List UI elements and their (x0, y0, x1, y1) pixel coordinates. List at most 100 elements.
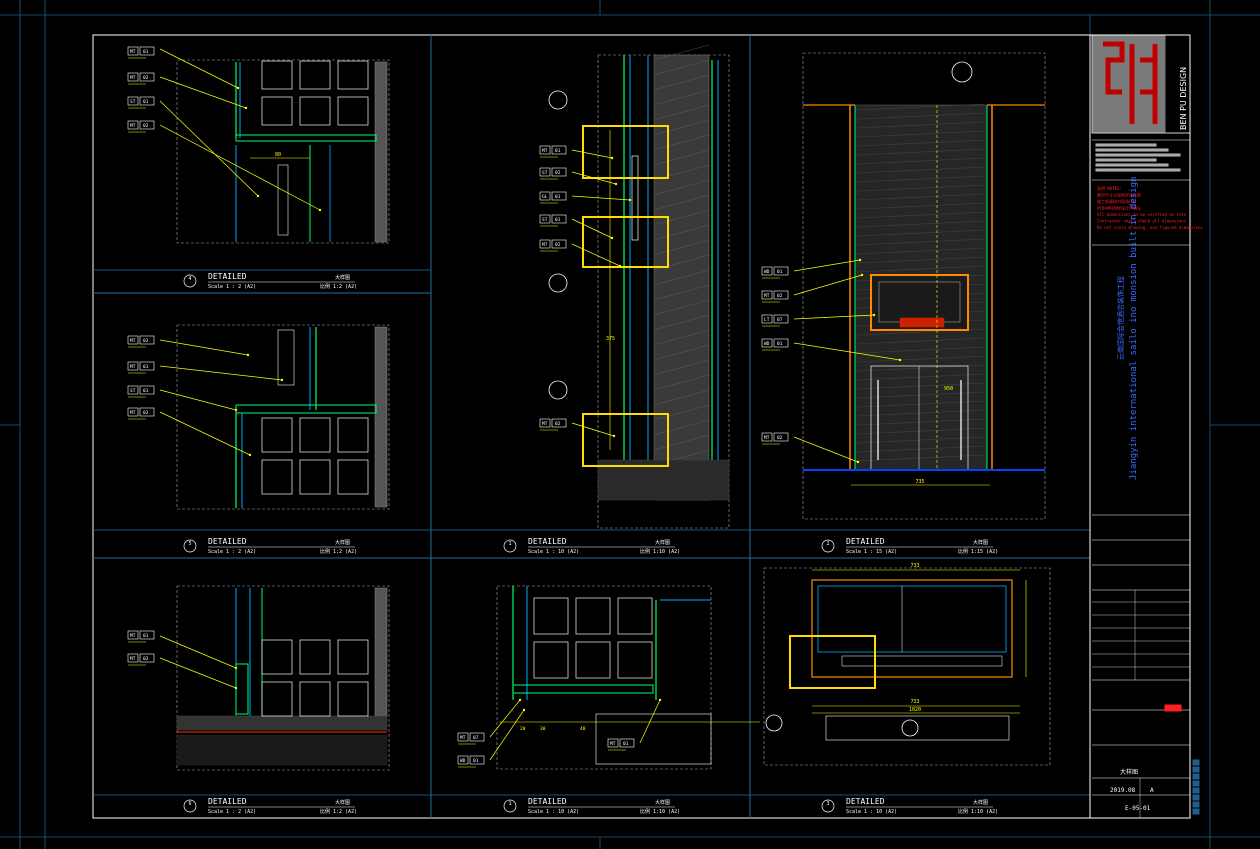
callout-tag-number: 02 (143, 410, 149, 416)
sheet-drawing-name: 大样图 (1120, 769, 1139, 776)
hatch-line (653, 359, 710, 376)
callout-tag-number: 02 (143, 123, 149, 129)
stone-vein (857, 436, 986, 444)
detail-scale-cn: 比例 1:2 (A2) (320, 548, 357, 555)
callout-tag-box (139, 630, 155, 640)
hatch-line (653, 404, 710, 421)
material-callout-tag: ST 01 (127, 385, 155, 398)
callout-tag-box (127, 630, 139, 640)
sill-1b (512, 684, 654, 694)
hatch-line (653, 119, 710, 136)
dim-text-1a: 375 (606, 336, 615, 342)
tile-cell (575, 597, 611, 635)
stone-vein (857, 229, 986, 237)
callout-tag-box (127, 385, 139, 395)
leader-dot (522, 708, 526, 712)
fireplace-strip (899, 317, 945, 328)
hatch-line (653, 194, 710, 211)
callout-tag-box (127, 46, 139, 56)
ledge-5 (235, 404, 377, 414)
hatch-line (653, 224, 710, 241)
stone-vein (857, 454, 986, 462)
detail-title-cn: 大样图 (335, 799, 350, 806)
skirting-6 (235, 663, 249, 715)
callout-tag-code: ST (130, 388, 136, 394)
hatch-line (653, 314, 710, 331)
stone-vein (857, 193, 986, 201)
leader-dot (872, 313, 876, 317)
hatch-line (653, 239, 710, 256)
stone-vein (857, 355, 986, 363)
scale-bar-cell (1192, 808, 1200, 815)
detail-number-circle (821, 799, 835, 813)
tile-cell (617, 641, 653, 679)
tile-cell (299, 639, 331, 675)
hatch-line (653, 374, 710, 391)
logo-stroke (1103, 41, 1158, 124)
callout-tag-code: MT (542, 421, 548, 427)
callout-tag-box (539, 145, 551, 155)
tile-cell (337, 681, 369, 717)
callout-tag-number: 01 (143, 388, 149, 394)
wall-section-4 (374, 61, 388, 243)
note-line: All dimensions to be verified on site (1097, 212, 1187, 217)
detail-scale: Scale 1 : 10 (A2) (846, 809, 897, 815)
hatch-line (653, 89, 710, 106)
leader-dot (614, 182, 618, 186)
leader-line (489, 699, 521, 738)
tile-cell (299, 60, 331, 90)
callout-tag-box (127, 653, 139, 663)
tile-cell (533, 597, 569, 635)
detail-title: DETAILED (528, 537, 567, 546)
callout-tag-code: MT (130, 338, 136, 344)
hatch-line (653, 209, 710, 226)
hatch-line (653, 329, 710, 346)
callout-tag-box (551, 214, 567, 224)
callout-tag-number: 02 (555, 242, 561, 248)
hatch-line (653, 149, 710, 166)
callout-tag-number: 01 (555, 194, 561, 200)
callout-tag-box (469, 755, 485, 765)
tile-cell (261, 60, 293, 90)
brand-logo-mark (1103, 41, 1158, 124)
stone-vein (857, 130, 986, 138)
section-marker-3c (765, 714, 783, 732)
callout-tag-box (127, 407, 139, 417)
stone-vein (857, 427, 986, 435)
detail-scale-cn: 比例 1:2 (A2) (320, 808, 357, 815)
leader-line (159, 389, 237, 411)
callout-tag-number: 01 (777, 341, 783, 347)
detail-number: 5 (188, 541, 191, 547)
leader-line (793, 436, 859, 463)
detail-scale: Scale 1 : 10 (A2) (528, 549, 579, 555)
tile-cell (261, 681, 293, 717)
leader-line (571, 422, 615, 437)
company-info-line (1095, 143, 1157, 147)
callout-tag-box (761, 338, 773, 348)
note-line: 所有材料须经设计师确认 (1097, 205, 1141, 211)
detail-number: 1 (508, 801, 511, 807)
callout-tag-number: 01 (143, 49, 149, 55)
stone-vein (857, 112, 986, 120)
stone-vein (857, 382, 986, 390)
stone-vein (857, 103, 986, 111)
leader-dot (256, 194, 260, 198)
callout-tag-box (773, 290, 789, 300)
hatch-line (653, 104, 710, 121)
leader-dot (246, 353, 250, 357)
dim-text-3-top: 733 (910, 563, 919, 569)
leader-dot (518, 698, 522, 702)
leader-line (159, 124, 321, 211)
stone-vein (857, 202, 986, 210)
callout-tag-box (551, 418, 567, 428)
hatch-line (653, 74, 710, 91)
